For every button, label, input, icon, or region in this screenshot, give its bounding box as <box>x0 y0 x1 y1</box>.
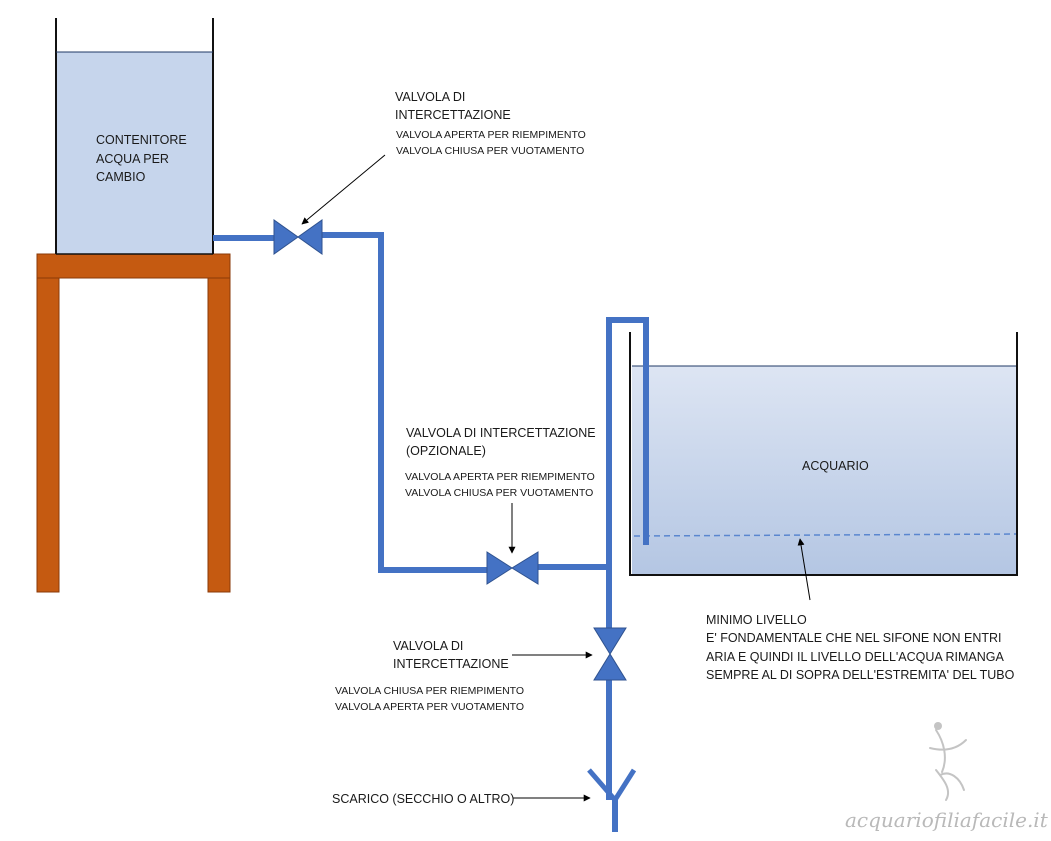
watermark-text: acquariofiliafacile.it <box>845 808 1049 832</box>
valve-top-notes: VALVOLA APERTA PER RIEMPIMENTO VALVOLA C… <box>396 129 589 157</box>
valve-bottom-title: VALVOLA DI INTERCETTAZIONE <box>393 639 509 671</box>
aquarium-label: ACQUARIO <box>802 459 869 473</box>
drain-funnel <box>587 768 637 805</box>
arrow-valve-top <box>301 154 386 225</box>
valve-mid-notes: VALVOLA APERTA PER RIEMPIMENTO VALVOLA C… <box>405 471 598 499</box>
valve-top <box>273 219 323 255</box>
min-level-note: MINIMO LIVELLO E' FONDAMENTALE CHE NEL S… <box>706 613 1015 682</box>
valve-middle <box>486 551 539 585</box>
minimum-level-line <box>633 533 1017 537</box>
valve-mid-title: VALVOLA DI INTERCETTAZIONE (OPZIONALE) <box>406 426 599 458</box>
pipe-network <box>213 232 649 832</box>
valve-bottom <box>593 627 627 681</box>
watermark-logo <box>929 722 967 801</box>
pipe-riser-down <box>320 232 487 573</box>
drain-label: SCARICO (SECCHIO O ALTRO) <box>332 792 514 806</box>
valve-bottom-notes: VALVOLA CHIUSA PER RIEMPIMENTO VALVOLA A… <box>335 685 527 713</box>
change-water-container <box>55 18 214 255</box>
aquarium <box>629 332 1018 576</box>
pointer-arrows <box>301 154 811 802</box>
stand <box>36 253 231 593</box>
arrow-min-level <box>797 538 811 601</box>
siphon-tube <box>606 317 649 628</box>
container-label: CONTENITORE ACQUA PER CAMBIO <box>96 133 190 184</box>
valve-top-title: VALVOLA DI INTERCETTAZIONE <box>395 90 511 122</box>
